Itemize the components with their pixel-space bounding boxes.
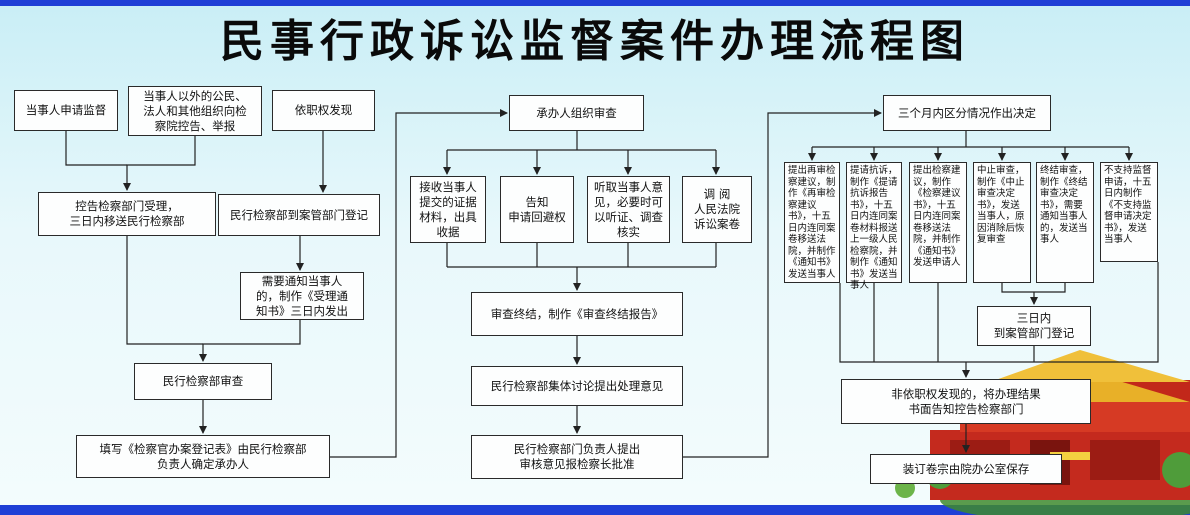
node-complaint-dept: 控告检察部门受理， 三日内移送民行检察部 [38,192,216,236]
edge-n2-n4 [123,136,196,191]
decision-retrial-recommendation: 提出再审检察建议，制作《再审检察建议书》，十五日内连同案卷移送法院，并制作《通知… [784,162,840,283]
edge-d4d5-n18 [1001,283,1066,304]
node-evidence: 接收当事人 提交的证据 材料，出具 收据 [410,176,486,243]
node-notice: 需要通知当事人 的，制作《受理通 知书》三日内发出 [240,272,364,320]
node-public-report: 当事人以外的公民、 法人和其他组织向检 察院控告、举报 [128,86,262,136]
node-review-conclusion: 审查终结，制作《审查终结报告》 [471,292,683,336]
page-title: 民事行政诉讼监督案件办理流程图 [220,16,970,67]
edge-n16-n17 [683,109,882,458]
node-collective-discussion: 民行检察部集体讨论提出处理意见 [471,366,683,406]
edge-n4-n7 [126,236,203,345]
decision-procuratorial-recommendation: 提出检察建议，制作《检察建议书》，十五日内连同案卷移送法院，并制作《通知书》发送… [909,162,967,283]
node-ex-officio: 依职权发现 [272,90,375,131]
edge-n17-branch [812,131,1129,148]
node-recusal: 告知 申请回避权 [500,176,574,243]
node-hearing: 听取当事人意 见，必要时可 以听证、调查 核实 [587,176,670,243]
node-three-month-decision: 三个月内区分情况作出决定 [883,95,1051,131]
node-applicant-request: 当事人申请监督 [14,90,118,131]
edge-n8-n9 [330,109,508,458]
decision-protest-request: 提请抗诉，制作《提请抗诉报告书》，十五日内连同案卷材料报送上一级人民检察院，并制… [846,162,902,291]
node-register-3days: 三日内 到案管部门登记 [977,306,1091,346]
top-band [0,0,1190,6]
node-civil-review: 民行检察部审查 [134,363,272,400]
node-notify-complaint-dept: 非依职权发现的，将办理结果 书面告知控告检察部门 [841,379,1091,424]
decision-not-support: 不支持监督申请，十五日内制作《不支持监督申请决定书》，发送当事人 [1100,162,1158,262]
edge-d-n19 [839,262,1159,363]
decision-suspend-review: 中止审查，制作《中止审查决定书》，发送当事人，原因消除后恢复审查 [973,162,1031,283]
node-assign-handler: 填写《检察官办案登记表》由民行检察部 负责人确定承办人 [76,435,330,478]
node-chief-approval: 民行检察部门负责人提出 审核意见报检察长批准 [471,435,683,479]
node-court-file: 调 阅 人民法院 诉讼案卷 [682,176,752,243]
edge-n6-n7 [199,320,301,362]
edge-to-n14 [446,243,717,290]
node-case-register: 民行检察部到案管部门登记 [218,194,380,236]
node-handler-review: 承办人组织审查 [509,95,644,131]
decision-terminate-review: 终结审查，制作《终结审查决定书》，需要通知当事人的，发送当事人 [1036,162,1094,283]
node-archive: 装订卷宗由院办公室保存 [870,454,1062,484]
edge-n1-n4 [65,131,127,166]
bottom-band [0,505,1190,515]
edge-n9-branch [447,131,716,151]
